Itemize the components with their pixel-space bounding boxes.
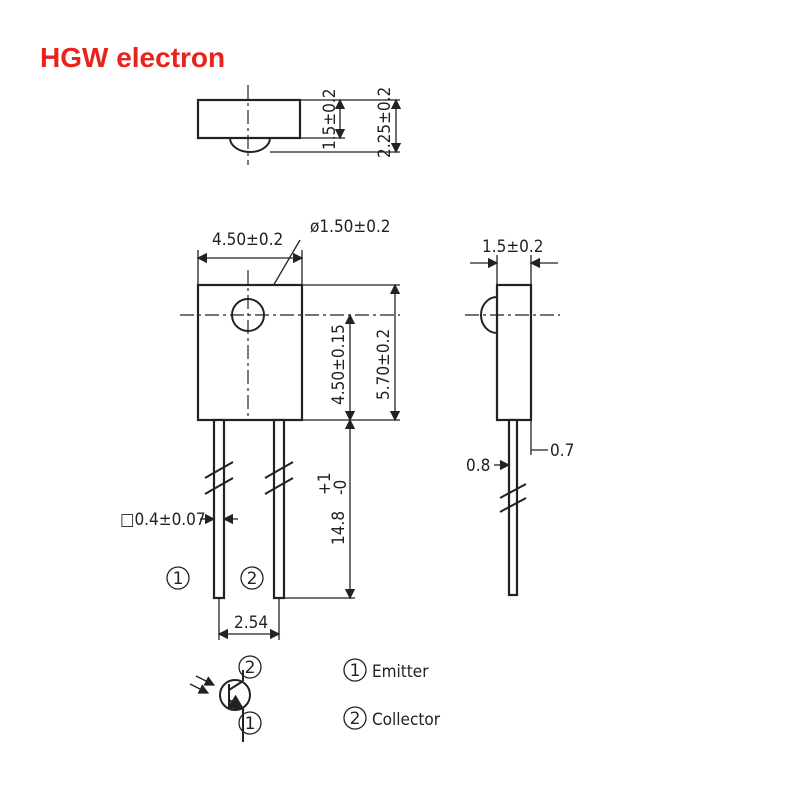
top-view-body [196, 98, 302, 140]
front-dim-hole-center: 4.50±0.15 [329, 324, 349, 405]
pin1-number: 1 [173, 569, 184, 589]
front-view-body [196, 283, 304, 422]
side-dim-lead-a: 0.8 [466, 456, 490, 476]
pin1-circle [166, 566, 190, 590]
front-dim-body-height: 5.70±0.2 [374, 329, 394, 400]
side-dim-lead-b: 0.7 [550, 441, 574, 461]
side-view: 1.5±0.2 0.7 0.8 [465, 237, 574, 597]
pin2-number: 2 [247, 569, 258, 589]
front-dim-lead-length: 14.8 [329, 511, 349, 545]
pin2-circle [240, 566, 264, 590]
lead-pin-2 [272, 418, 286, 600]
phototransistor-symbol: 2 1 [189, 655, 262, 742]
top-view-lens [229, 137, 271, 153]
legend-num-2: 2 [350, 709, 361, 729]
front-dim-lead-tol-plus: +1 [315, 472, 335, 495]
top-dim-height: 1.5±0.2 [320, 89, 340, 150]
front-dim-pitch: 2.54 [234, 613, 268, 633]
transistor-circle [219, 679, 251, 711]
front-dim-hole: ø1.50±0.2 [310, 217, 391, 237]
front-dim-lead-tol-minus: -0 [331, 480, 351, 495]
side-view-body [495, 283, 533, 422]
side-dim-thickness: 1.5±0.2 [482, 237, 543, 257]
legend-label-emitter: Emitter [372, 662, 429, 682]
legend-label-collector: Collector [372, 710, 441, 730]
symbol-pin-top: 2 [245, 658, 256, 678]
top-view: 1.5±0.2 2.25±0.2 [196, 85, 402, 165]
lead-pin-1 [212, 418, 226, 600]
brand-title: HGW electron [40, 42, 226, 73]
legend-num-1: 1 [350, 661, 361, 681]
front-dim-width: 4.50±0.2 [212, 230, 283, 250]
side-view-lens [480, 296, 498, 334]
front-dim-lead-width: □0.4±0.07 [120, 510, 206, 530]
top-dim-total: 2.25±0.2 [375, 87, 395, 158]
front-view: 4.50±0.2 ø1.50±0.2 4.50±0.15 5.70±0.2 14… [120, 217, 401, 640]
symbol-pin-bottom: 1 [245, 714, 256, 734]
pin-legend: 1 Emitter 2 Collector [343, 658, 441, 730]
